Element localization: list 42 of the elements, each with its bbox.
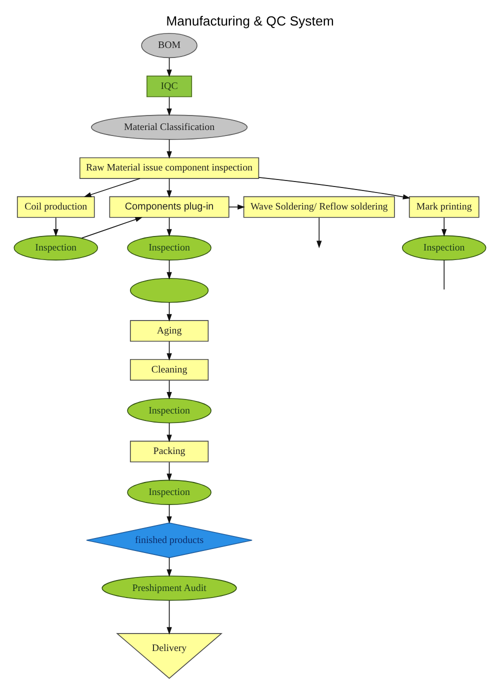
node-ellipse bbox=[130, 278, 209, 303]
node-ellipse: Preshipment Audit bbox=[102, 576, 237, 601]
arrow bbox=[166, 217, 172, 237]
arrow bbox=[84, 178, 140, 198]
arrow bbox=[166, 600, 172, 635]
arrow bbox=[166, 504, 172, 524]
arrow bbox=[166, 178, 172, 198]
node-diamond: finished products bbox=[86, 522, 252, 558]
arrow bbox=[442, 217, 447, 237]
node-ellipse: Inspection bbox=[127, 398, 212, 424]
arrow bbox=[166, 96, 172, 116]
node-ellipse: BOM bbox=[141, 32, 198, 58]
node-box: Raw Material issue component inspection bbox=[79, 157, 260, 179]
arrow bbox=[316, 217, 322, 248]
arrow bbox=[53, 217, 58, 237]
arrow bbox=[166, 139, 172, 159]
node-ellipse: Inspection bbox=[14, 235, 98, 260]
diagram-title: Manufacturing & QC System bbox=[166, 14, 334, 29]
arrow bbox=[81, 216, 143, 238]
arrow bbox=[258, 177, 410, 200]
arrow bbox=[166, 341, 172, 361]
arrow bbox=[166, 260, 172, 280]
node-ellipse: Material Classification bbox=[90, 114, 248, 140]
node-box: Components plug-in bbox=[109, 196, 230, 218]
arrow bbox=[166, 380, 172, 400]
arrow bbox=[228, 204, 246, 210]
connector bbox=[444, 260, 445, 290]
node-box: Aging bbox=[130, 320, 209, 342]
arrow bbox=[166, 302, 172, 322]
node-box: Cleaning bbox=[130, 359, 209, 381]
node-box: IQC bbox=[146, 76, 192, 98]
arrow bbox=[166, 422, 172, 442]
node-ellipse: Inspection bbox=[127, 480, 212, 505]
arrow bbox=[166, 462, 172, 482]
node-box: Packing bbox=[130, 440, 209, 462]
arrow bbox=[166, 58, 172, 78]
arrow bbox=[166, 557, 172, 577]
node-box: Wave Soldering/ Reflow soldering bbox=[243, 196, 395, 218]
node-box: Mark printing bbox=[408, 196, 480, 218]
node-ellipse: Inspection bbox=[402, 235, 486, 260]
node-box: Coil production bbox=[16, 196, 95, 218]
node-ellipse: Inspection bbox=[127, 235, 212, 260]
